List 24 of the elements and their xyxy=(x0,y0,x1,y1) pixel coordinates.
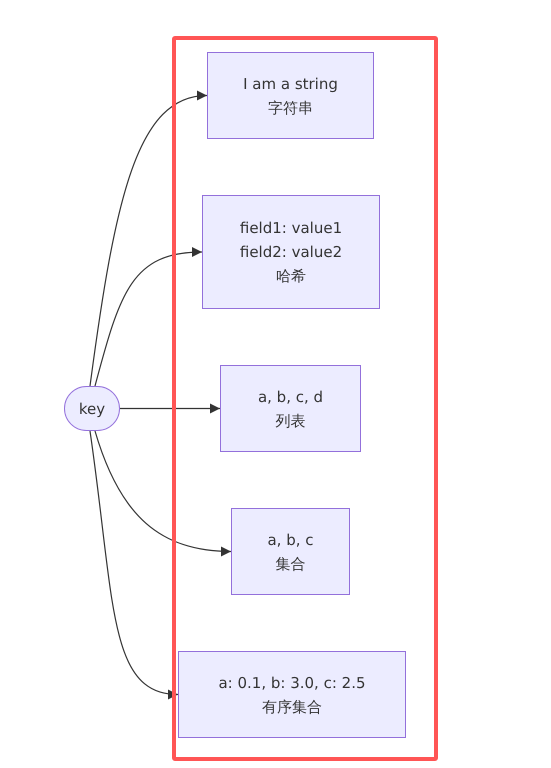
node-label: a, b, c xyxy=(267,530,314,550)
arrow xyxy=(89,92,208,386)
node-label: 列表 xyxy=(276,410,306,432)
node-label: 集合 xyxy=(276,554,306,574)
node-label: 有序集合 xyxy=(262,696,322,718)
node-label: key xyxy=(78,398,106,420)
node-label: field1: value1 xyxy=(240,218,342,239)
rounded-node xyxy=(64,386,120,431)
arrow xyxy=(120,404,220,414)
process-box xyxy=(202,195,380,309)
arrow xyxy=(94,248,202,386)
highlight-frame xyxy=(172,36,438,761)
arrow xyxy=(89,430,178,698)
arrow xyxy=(94,430,232,556)
process-box xyxy=(178,651,406,738)
process-box xyxy=(231,508,350,595)
process-box xyxy=(207,52,374,139)
node-label: field2: value2 xyxy=(240,242,342,263)
node-label: I am a string xyxy=(243,74,338,94)
node-label: a: 0.1, b: 3.0, c: 2.5 xyxy=(218,672,366,694)
node-label: 字符串 xyxy=(268,98,313,118)
node-label: a, b, c, d xyxy=(258,386,324,408)
process-box xyxy=(220,365,361,452)
node-label: 哈希 xyxy=(276,266,306,287)
